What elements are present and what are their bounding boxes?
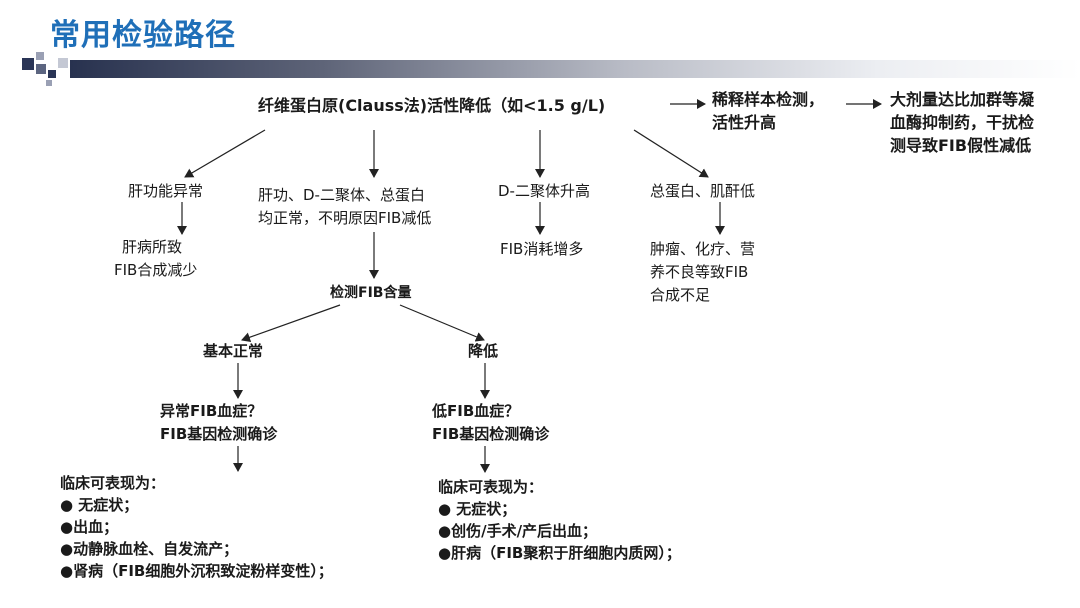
banner-square	[46, 80, 52, 86]
dilute-node: 稀释样本检测， 活性升高	[712, 90, 825, 132]
banner-gradient-bar	[70, 60, 1080, 78]
arrow-detect-to-basic	[241, 304, 341, 343]
detect-fib-node: 检测FIB含量	[330, 285, 412, 301]
interfere-node: 大剂量达比加群等凝 血酶抑制药，干扰检 测导致FIB假性减低	[890, 90, 1035, 155]
arrow-root-to-protein	[633, 129, 709, 178]
arrow-root-to-liver	[184, 129, 266, 178]
liver-cause-node: 肝病所致 FIB合成减少	[114, 238, 198, 279]
fib-consumption-node: FIB消耗增多	[500, 240, 584, 258]
left-clinical-list: 临床可表现为： ● 无症状； ●出血； ●动静脉血栓、自发流产； ●肾病（FIB…	[60, 474, 333, 580]
decreased-node: 降低	[468, 342, 499, 360]
right-clinical-list: 临床可表现为： ● 无症状； ●创伤/手术/产后出血； ●肝病（FIB聚积于肝细…	[438, 478, 681, 562]
banner-square	[36, 64, 46, 74]
normal-all-node: 肝功、D-二聚体、总蛋白 均正常，不明原因FIB减低	[258, 186, 432, 227]
basic-normal-node: 基本正常	[203, 342, 264, 360]
banner-square	[36, 52, 44, 60]
banner-square	[58, 58, 68, 68]
protein-low-node: 总蛋白、肌酐低	[650, 182, 756, 200]
ddimer-high-node: D-二聚体升高	[498, 182, 590, 200]
arrow-detect-to-decreased	[399, 304, 485, 342]
page-title: 常用检验路径	[50, 18, 236, 53]
banner-square	[48, 70, 56, 78]
hypofibrinogenemia-node: 低FIB血症？ FIB基因检测确诊	[432, 402, 550, 443]
tumor-node: 肿瘤、化疗、营 养不良等致FIB 合成不足	[650, 240, 756, 304]
banner-square	[22, 58, 34, 70]
dysfibrinogenemia-node: 异常FIB血症？ FIB基因检测确诊	[160, 402, 278, 443]
root-node: 纤维蛋白原(Clauss法)活性降低（如<1.5 g/L)	[258, 96, 606, 115]
liver-abnormal-node: 肝功能异常	[128, 182, 204, 200]
